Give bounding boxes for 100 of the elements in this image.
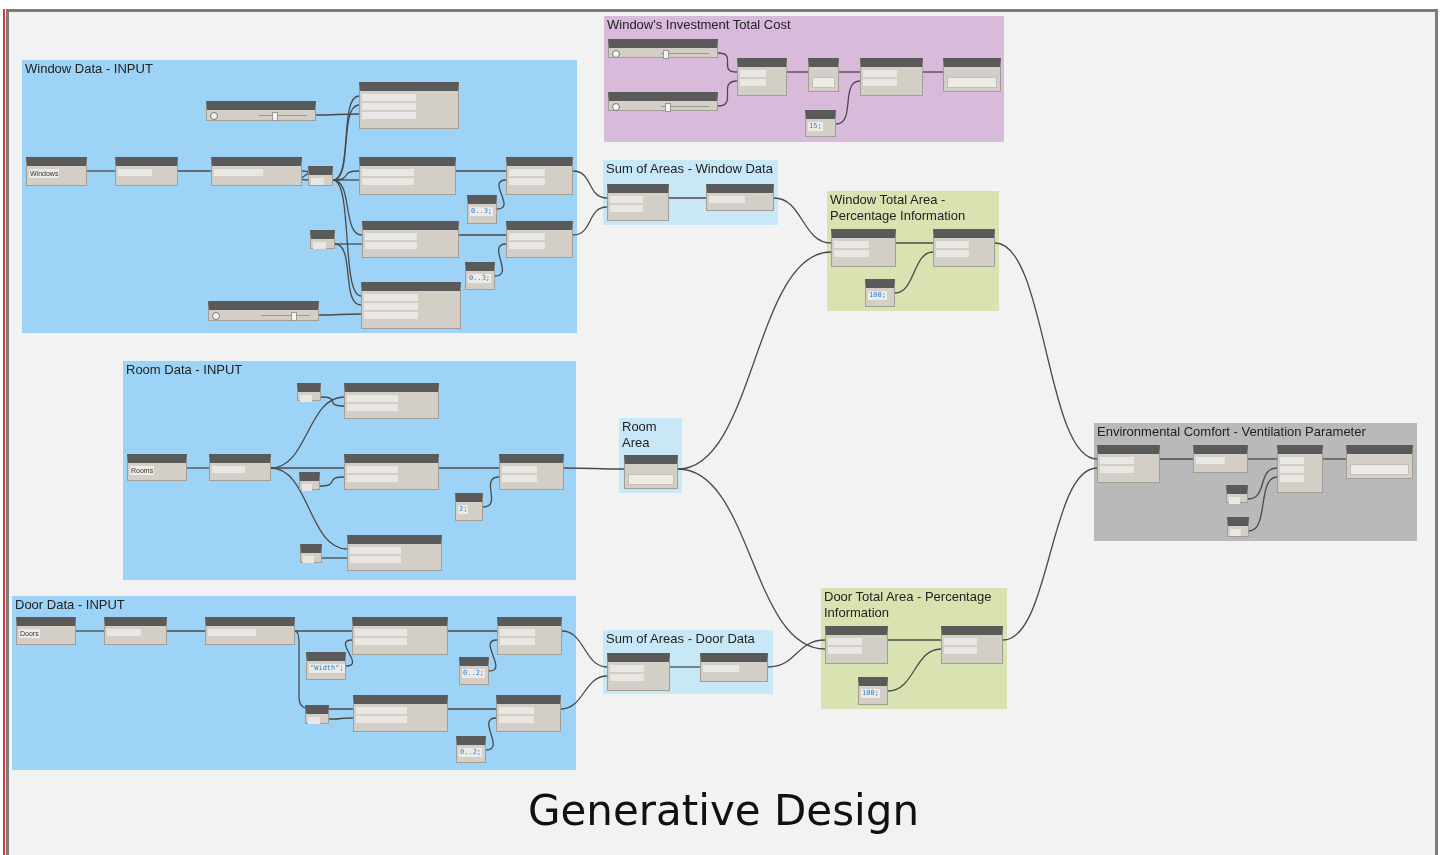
- wire: [773, 197, 832, 244]
- graph-node: [305, 705, 329, 724]
- wire: [887, 648, 942, 692]
- wire: [458, 234, 507, 236]
- wire: [838, 71, 861, 73]
- wire: [669, 666, 701, 668]
- graph-node: [700, 653, 768, 682]
- graph-node: [860, 58, 923, 96]
- wire: [488, 639, 498, 672]
- graph-node: [499, 454, 564, 490]
- wire: [482, 476, 500, 508]
- wire: [270, 467, 345, 469]
- group-title: Room Area: [622, 419, 658, 451]
- graph-node: [607, 653, 670, 691]
- graph-node: [467, 195, 497, 224]
- graph-node: [459, 657, 489, 685]
- graph-node: [607, 184, 669, 221]
- wire: [572, 206, 608, 236]
- graph-node: [347, 535, 442, 571]
- wire: [717, 52, 738, 73]
- graph-node: [104, 617, 167, 645]
- wire: [332, 179, 362, 297]
- group-panel: [619, 418, 682, 493]
- wire: [447, 630, 498, 632]
- graph-node: [706, 184, 774, 211]
- graph-node: [1346, 445, 1413, 479]
- graph-node: [858, 677, 888, 705]
- wire: [563, 467, 625, 470]
- wire: [294, 630, 353, 632]
- wire: [677, 251, 832, 470]
- wire: [1002, 467, 1098, 641]
- wire: [320, 396, 345, 407]
- graph-node: [205, 617, 295, 645]
- graph-node: [115, 157, 178, 186]
- wire: [572, 170, 608, 199]
- wire: [1159, 458, 1194, 460]
- wire: [835, 80, 861, 125]
- group-title: Door Total Area - Percentage Information: [824, 589, 993, 621]
- wire: [344, 639, 354, 667]
- graph-node: [943, 58, 1001, 92]
- graph-node: [352, 617, 448, 655]
- group-panel: [603, 630, 773, 694]
- wire: [438, 467, 500, 469]
- graph-node: [359, 82, 459, 129]
- graph-node: [941, 626, 1003, 664]
- graph-node: [297, 383, 321, 401]
- graph-node: [308, 166, 333, 186]
- wire: [319, 476, 345, 487]
- wire: [177, 170, 212, 172]
- wire: [334, 243, 362, 306]
- group-title: Sum of Areas - Door Data: [606, 631, 756, 647]
- graph-node: [209, 454, 271, 481]
- graph-node: [825, 626, 888, 664]
- wire: [1247, 458, 1278, 460]
- group-panel: [22, 60, 577, 333]
- group-title: Sum of Areas - Window Data: [606, 161, 774, 177]
- group-title: Environmental Comfort - Ventilation Parameter: [1097, 424, 1367, 440]
- wire: [447, 708, 497, 710]
- wire: [668, 197, 707, 199]
- wire: [677, 468, 826, 650]
- group-panel: [12, 596, 576, 770]
- wire: [895, 242, 934, 244]
- graph-node: [506, 221, 573, 258]
- group-title: Door Data - INPUT: [15, 597, 126, 613]
- graph-node: [127, 454, 187, 481]
- group-title: Window's Investment Total Cost: [607, 17, 792, 33]
- wire: [328, 717, 354, 720]
- group-panel: [827, 191, 999, 311]
- graph-node: [497, 617, 562, 655]
- graph-node: [456, 736, 486, 763]
- graph-node: [16, 617, 76, 645]
- group-panel: [603, 160, 778, 225]
- wire: [717, 80, 738, 107]
- wire: [75, 630, 105, 632]
- graph-node: [865, 279, 895, 307]
- wire: [318, 313, 362, 316]
- wire: [922, 71, 944, 73]
- wire: [315, 113, 360, 116]
- group-panel: [123, 361, 576, 580]
- graph-node: [362, 221, 459, 258]
- group-panel: [1094, 423, 1417, 541]
- graph-node: [26, 157, 87, 186]
- graph-node: [1193, 445, 1248, 473]
- wire: [887, 639, 942, 641]
- group-panel: [821, 588, 1007, 709]
- graph-node: [344, 454, 439, 490]
- graph-node: [344, 383, 439, 419]
- wire: [186, 467, 210, 469]
- graph-node: [831, 229, 896, 267]
- wire: [786, 71, 809, 73]
- graph-node: [1227, 517, 1249, 537]
- graph-node: [465, 262, 495, 290]
- wire: [560, 675, 608, 710]
- graph-node: [353, 695, 448, 732]
- group-panel: [604, 16, 1004, 142]
- graph-node: [1226, 485, 1248, 503]
- wire: [1322, 458, 1347, 460]
- wire: [767, 639, 826, 668]
- graph-node: [361, 282, 461, 329]
- wire: [86, 170, 116, 172]
